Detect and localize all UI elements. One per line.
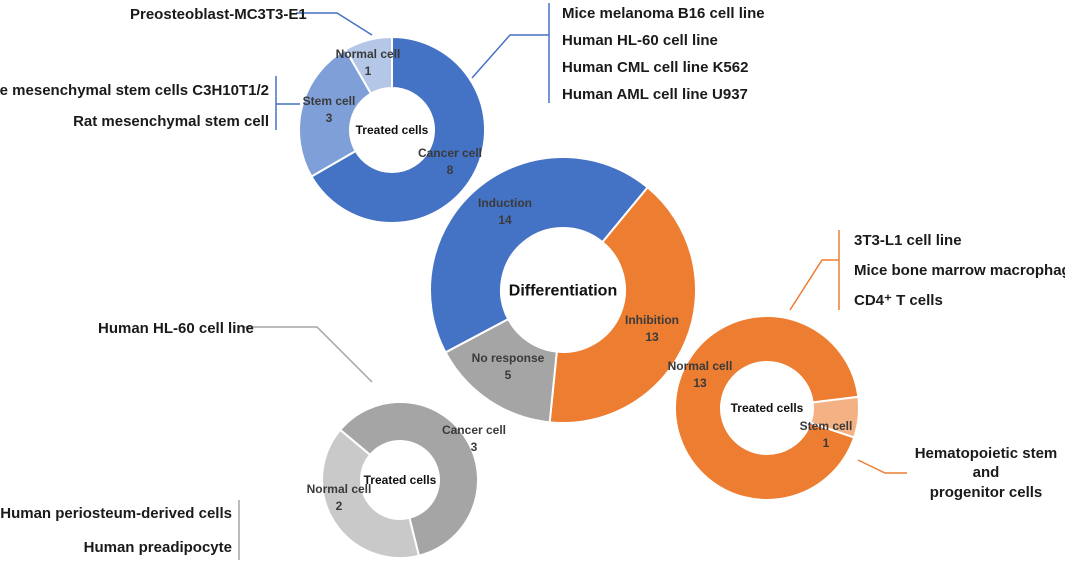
donut-center-label: Treated cells: [731, 401, 804, 415]
annotation-bmm: Mice bone marrow macrophage: [854, 262, 1065, 279]
donut-chart-1: Cancer cell 8 Stem cell 3 Normal cell 1Treate…: [298, 35, 486, 224]
annotation-hsc-2: and: [973, 464, 1000, 481]
slice-value: 3: [326, 111, 333, 125]
slice-value: 2: [336, 499, 343, 513]
annotation-preadipocyte: Human preadipocyte: [84, 539, 232, 556]
blue-cancer-connector: [471, 34, 549, 79]
slice-normal-cell: [344, 35, 393, 95]
annotation-3t3l1: 3T3-L1 cell line: [854, 232, 962, 249]
slice-label: Stem cell: [800, 419, 853, 433]
annotation-cd4: CD4⁺ T cells: [854, 292, 943, 309]
slice-value: 14: [498, 213, 512, 227]
slice-value: 3: [471, 440, 478, 454]
connector-lines: [238, 3, 907, 560]
annotation-rat-msc: Rat mesenchymal stem cell: [73, 113, 269, 130]
annotation-u937: Human AML cell line U937: [562, 86, 748, 103]
slice-value: 13: [693, 376, 707, 390]
slice-label: Normal cell: [336, 47, 401, 61]
annotation-k562: Human CML cell line K562: [562, 59, 748, 76]
annotation-hsc-3: progenitor cells: [930, 484, 1043, 501]
slice-cancer-cell: [338, 401, 479, 557]
slice-value: 1: [365, 64, 372, 78]
slice-cancer-cell: [310, 35, 486, 224]
slice-label: Cancer cell: [442, 423, 506, 437]
slice-label: Normal cell: [307, 482, 372, 496]
blue-normal-connector: [296, 12, 373, 36]
annotation-c3h10t1: Mice mesenchymal stem cells C3H10T1/2: [0, 82, 269, 99]
annotations: Preosteoblast-MC3T3-E1 Mice melanoma B16…: [0, 5, 1065, 556]
slice-label: Induction: [478, 196, 532, 210]
slice-value: 1: [823, 436, 830, 450]
slice-value: 13: [645, 330, 659, 344]
slice-label: Inhibition: [625, 313, 679, 327]
gray-cancer-connector: [244, 326, 373, 383]
slice-label: Normal cell: [668, 359, 733, 373]
annotation-hsc-1: Hematopoietic stem: [915, 445, 1058, 462]
annotation-hl60-gray: Human HL-60 cell line: [98, 320, 254, 337]
slice-value: 8: [447, 163, 454, 177]
annotation-preosteoblast: Preosteoblast-MC3T3-E1: [130, 6, 307, 23]
orange-stem-connector: [857, 459, 907, 474]
slice-normal-cell: [674, 315, 860, 501]
slice-normal-cell: [321, 428, 421, 559]
slice-induction: [429, 156, 650, 354]
slice-label: Stem cell: [303, 94, 356, 108]
slice-label: Cancer cell: [418, 146, 482, 160]
annotation-hl60-blue: Human HL-60 cell line: [562, 32, 718, 49]
annotation-periosteum: Human periosteum-derived cells: [0, 505, 232, 522]
slice-stem-cell: [298, 48, 373, 178]
annotation-melanoma: Mice melanoma B16 cell line: [562, 5, 765, 22]
slice-label: No response: [472, 351, 545, 365]
slice-no-response: [444, 317, 558, 424]
donut-center-label: Treated cells: [356, 123, 429, 137]
orange-normal-connector: [789, 259, 839, 311]
donut-center-label: Treated cells: [364, 473, 437, 487]
slice-value: 5: [505, 368, 512, 382]
slice-inhibition: [548, 185, 697, 424]
donut-center-label: Differentiation: [509, 283, 617, 300]
